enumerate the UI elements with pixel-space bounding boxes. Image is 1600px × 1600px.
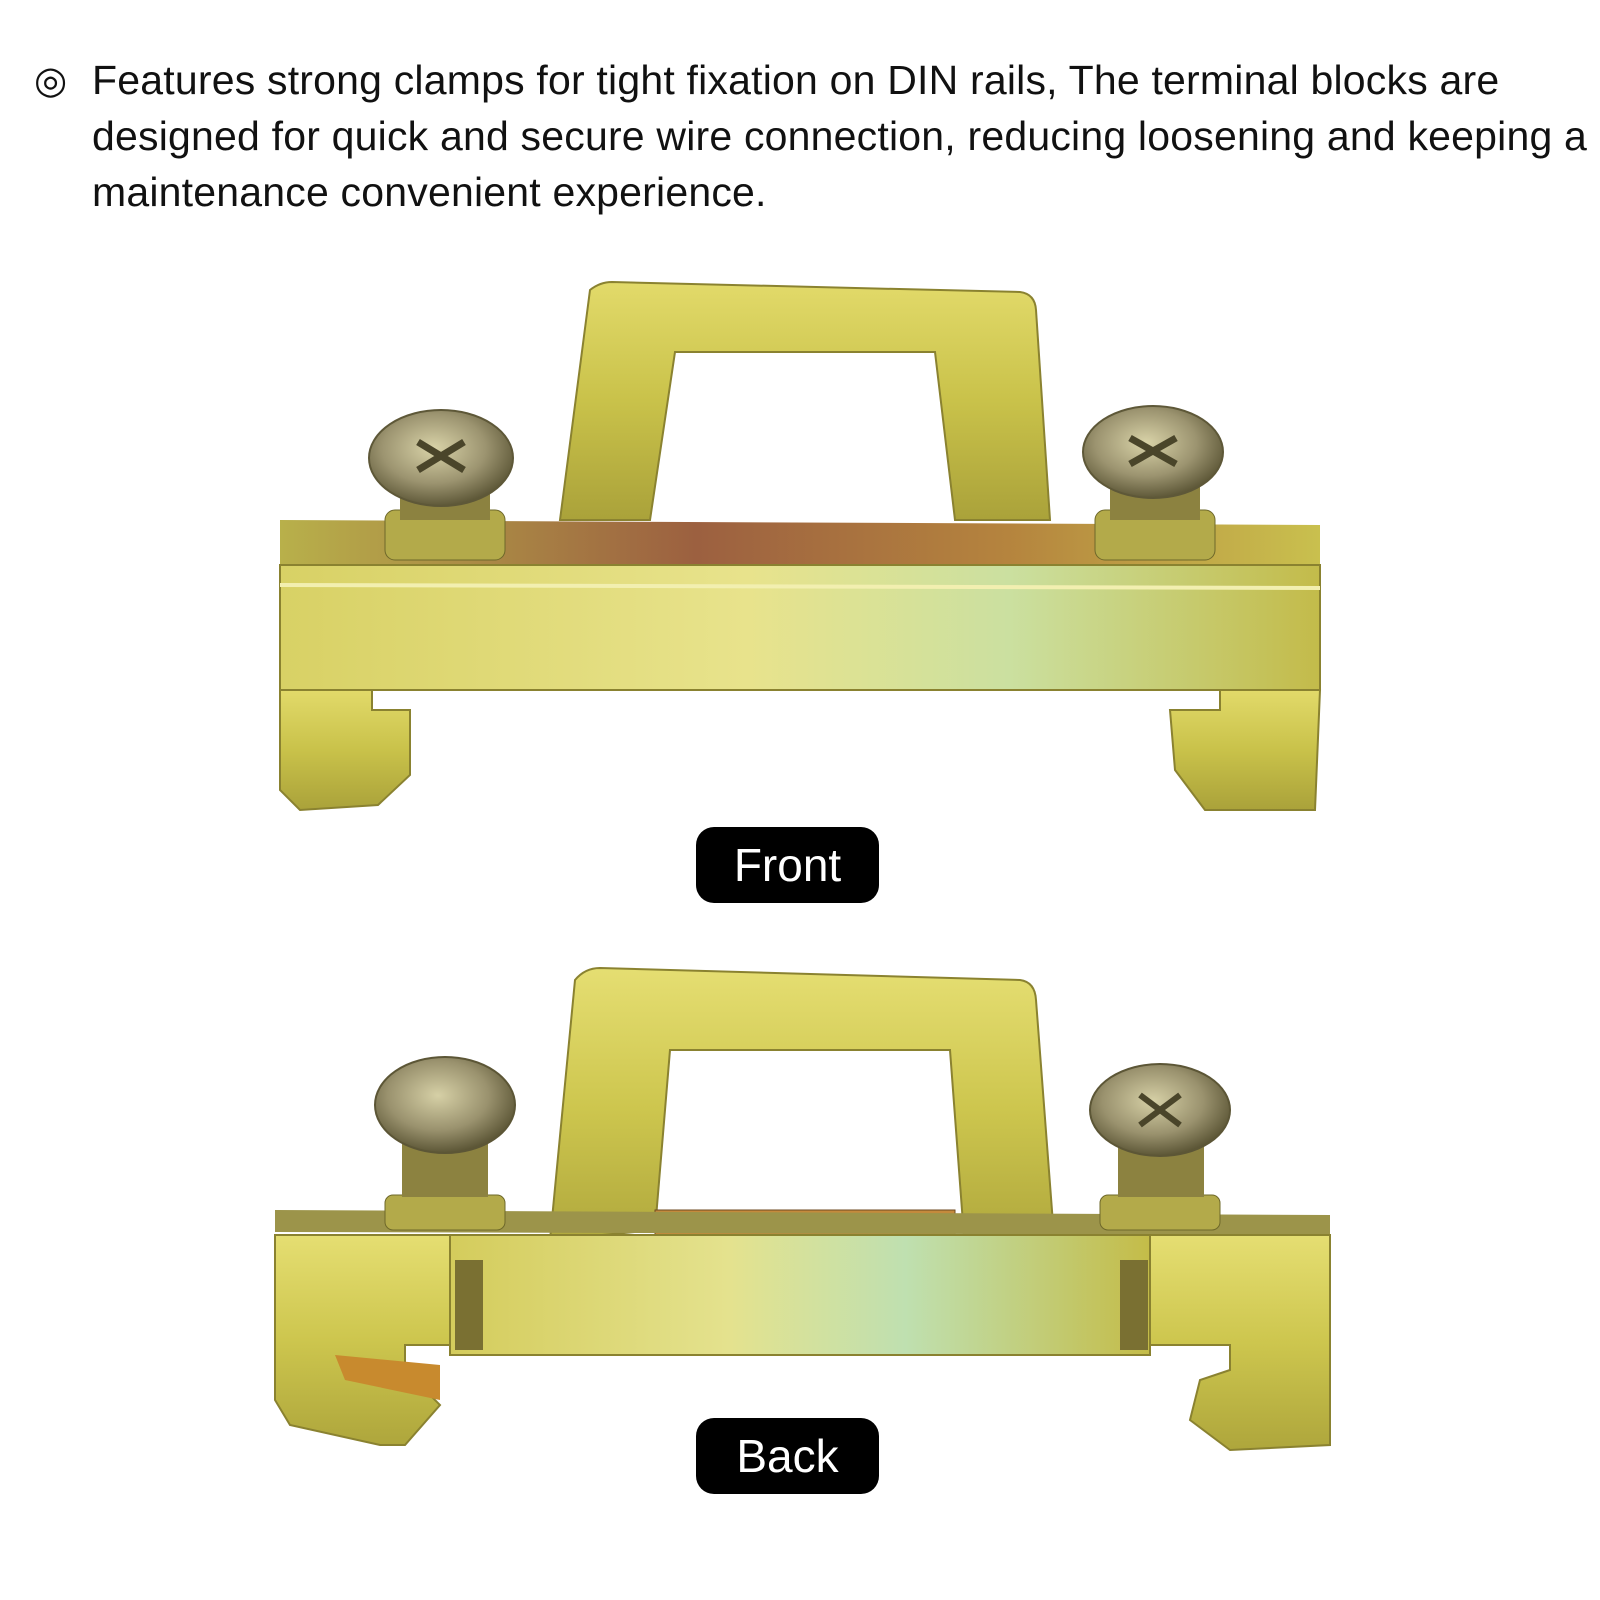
feature-text: Features strong clamps for tight fixatio…: [92, 57, 1588, 215]
front-view-product-image: [279, 280, 1322, 812]
double-circle-bullet-icon: ◎: [34, 58, 68, 102]
back-view-product-image: [274, 966, 1331, 1452]
feature-description: ◎ Features strong clamps for tight fixat…: [34, 52, 1594, 220]
front-label: Front: [696, 827, 879, 903]
back-label: Back: [696, 1418, 879, 1494]
